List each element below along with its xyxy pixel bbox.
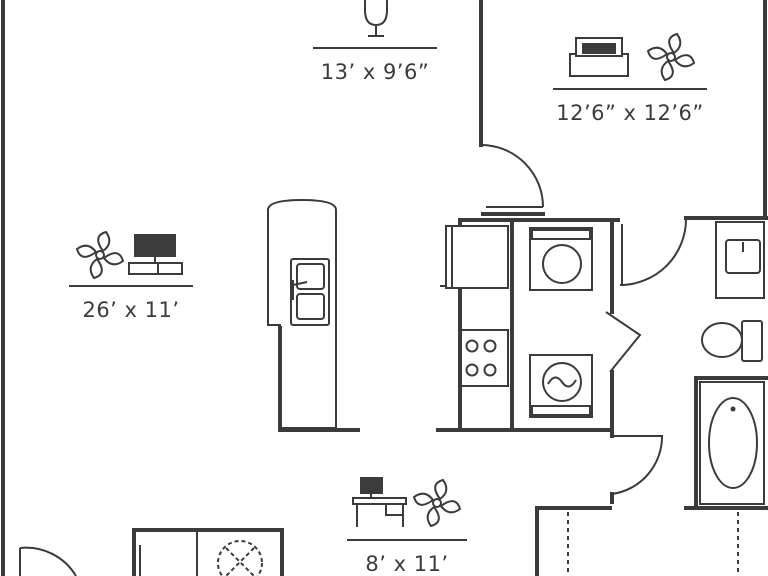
tub-drain [730,406,736,412]
dryer [529,227,593,291]
kitchen-appliances [440,225,509,387]
water-heater [217,540,263,576]
bedroom-dimension: 12’6” x 12’6” [556,101,704,125]
bathtub [699,381,765,505]
doors [19,144,687,576]
faucet-icon [292,280,308,300]
closets [217,512,739,576]
bath-door-arc [619,218,687,286]
burner-icon [483,363,497,377]
ceiling-fan-icon [646,32,696,82]
ceiling-fan-icon [75,230,125,280]
tv-icon [128,234,183,275]
bed-icon [569,37,629,77]
desk-icon [352,477,407,527]
dining-room-label: 13’ x 9’6” [313,0,437,84]
bedroom-label: 12’6” x 12’6” [553,32,707,125]
toilet-tank [741,320,763,362]
vanity [715,221,765,299]
study-label: 8’ x 11’ [347,477,467,576]
kitchen-island [267,198,360,432]
laundry [529,227,593,418]
washer [529,354,593,418]
dining-dimension: 13’ x 9’6” [321,60,429,84]
burner-icon [483,339,497,353]
study-dimension: 8’ x 11’ [365,552,448,576]
entry-door-arc [19,546,77,576]
bathroom [699,221,765,505]
laundry-bifold-door [605,311,642,373]
closet-door-arc [611,435,664,495]
toilet-bowl [701,322,743,358]
refrigerator [445,225,509,289]
bedroom-door-arc [480,144,544,208]
living-room-label: 26’ x 11’ [69,230,193,322]
ceiling-fan-icon [412,478,462,528]
stove [460,329,509,387]
burner-icon [465,363,479,377]
living-dimension: 26’ x 11’ [82,298,179,322]
wine-glass-icon [364,0,388,27]
burner-icon [465,339,479,353]
double-sink [290,258,330,326]
sink-basin [725,239,761,274]
